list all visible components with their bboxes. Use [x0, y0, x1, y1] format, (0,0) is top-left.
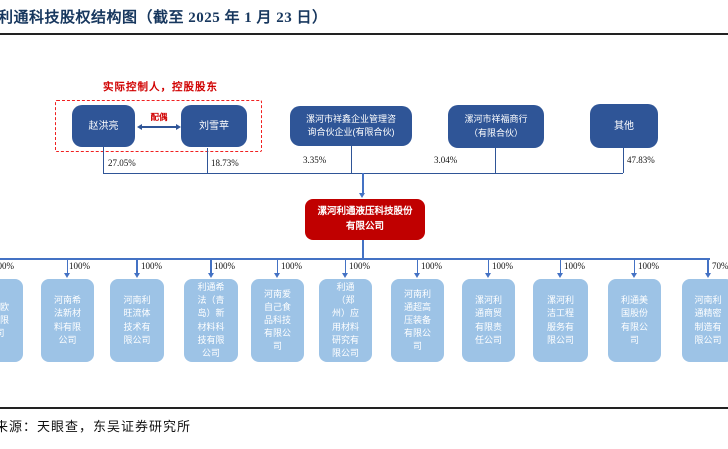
shareholder-box-zhaohongliang: 赵洪亮 [72, 105, 135, 147]
subsidiary-box: 河南爱自己食品科技有限公司 [251, 279, 304, 362]
connector [487, 258, 490, 274]
arrow-down-icon [485, 273, 491, 278]
subsidiary-box: 河南利旺流体技术有限公司 [110, 279, 164, 362]
arrow-right-icon [176, 123, 181, 130]
arrow-down-icon [274, 273, 280, 278]
subsidiary-share-label: 100% [141, 261, 162, 271]
connector [207, 148, 208, 173]
share-label: 3.35% [303, 155, 327, 165]
subsidiary-box: 利通（郑州）应用材料研究有限公司 [319, 279, 372, 362]
arrow-down-icon [342, 273, 348, 278]
connector [416, 258, 419, 274]
shareholder-box-xiangfu: 漯河市祥福商行（有限合伙） [448, 105, 544, 148]
shareholder-box-xiangxin: 漯河市祥鑫企业管理咨询合伙企业(有限合伙) [290, 106, 412, 146]
spouse-label: 配偶 [150, 112, 168, 122]
arrow-down-icon [631, 273, 637, 278]
spouse-line [141, 126, 177, 128]
bottom-divider [0, 407, 728, 409]
subsidiary-share-label: 70% [712, 261, 728, 271]
share-label: 3.04% [434, 155, 458, 165]
parent-company-box: 漯河利通液压科技股份有限公司 [305, 199, 425, 240]
arrow-down-icon [414, 273, 420, 278]
subsidiary-share-label: 100% [564, 261, 585, 271]
connector [362, 173, 364, 194]
connector [210, 258, 212, 274]
shareholder-box-liuxueping: 刘雪苹 [181, 105, 247, 147]
controller-note: 实际控制人，控股股东 [103, 81, 218, 93]
title-divider [0, 33, 728, 35]
controller-group-border [55, 100, 262, 152]
connector [351, 146, 352, 173]
connector [276, 258, 279, 274]
subsidiary-share-label: 100% [69, 261, 90, 271]
connector [344, 258, 347, 274]
subsidiary-share-label: 100% [638, 261, 659, 271]
subsidiary-box: 利通欧洲有限公司 [0, 279, 23, 362]
subsidiary-box: 漯河利洁工程服务有限公司 [533, 279, 588, 362]
arrow-down-icon [133, 273, 140, 278]
subsidiary-share-label: 100% [421, 261, 442, 271]
arrow-down-icon [704, 273, 711, 278]
subsidiary-share-label: 100% [349, 261, 370, 271]
subsidiary-share-label: 100% [281, 261, 302, 271]
arrow-down-icon [207, 273, 214, 278]
subsidiary-share-label: 100% [214, 261, 235, 271]
shareholder-box-other: 其他 [590, 104, 658, 148]
connector [103, 147, 104, 173]
subsidiary-box: 漯河利通商贸有限责任公司 [462, 279, 515, 362]
subsidiary-box: 河南利通超高压装备有限公司 [391, 279, 444, 362]
connector [707, 258, 709, 274]
arrow-left-icon [137, 123, 142, 130]
subsidiary-share-label: 100% [492, 261, 513, 271]
subsidiary-box: 河南利通精密制造有限公司 [682, 279, 728, 362]
connector [66, 258, 69, 274]
subsidiary-box: 河南希法新材料有限公司 [41, 279, 94, 362]
source-note: 资料来源：天眼查，东吴证券研究所 [0, 419, 192, 434]
connector [136, 258, 138, 274]
connector [623, 148, 624, 173]
connector [633, 258, 636, 274]
connector [0, 258, 710, 260]
arrow-down-icon [557, 273, 563, 278]
share-label: 27.05% [108, 158, 136, 168]
arrow-down-icon [359, 193, 365, 198]
arrow-down-icon [64, 273, 70, 278]
subsidiary-box: 利通希法（青岛）新材料科技有限公司 [184, 279, 238, 362]
share-label: 18.73% [211, 158, 239, 168]
subsidiary-box: 利通美国股份有限公司 [608, 279, 661, 362]
share-label: 47.83% [627, 155, 655, 165]
connector [362, 240, 364, 258]
figure-title: 利通科技股权结构图（截至 2025 年 1 月 23 日） [0, 10, 328, 26]
connector [495, 148, 496, 173]
subsidiary-share-label: 100% [0, 261, 14, 271]
connector [559, 258, 562, 274]
